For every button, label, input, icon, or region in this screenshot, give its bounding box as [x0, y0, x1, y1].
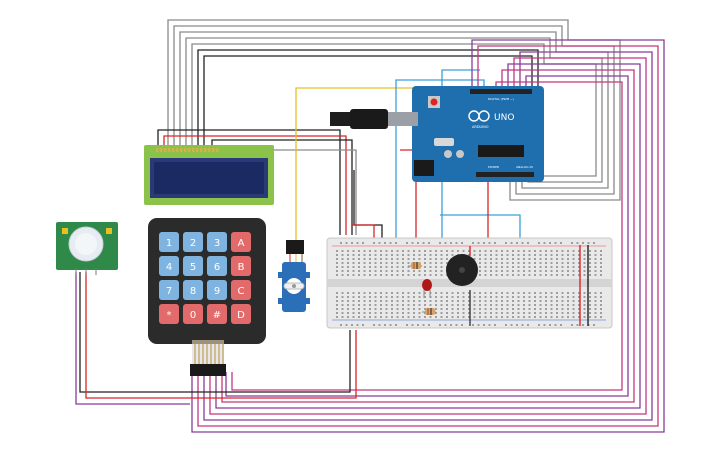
- lcd-pin-header: [156, 148, 219, 152]
- keypad-key-4[interactable]: 4: [159, 256, 179, 276]
- keypad-key-9[interactable]: 8: [183, 280, 203, 300]
- keypad-key-label: 2: [190, 238, 196, 249]
- keypad-keys: 1 2 3 A 4 5 6 B 7 8 9 C * 0 # D: [159, 232, 251, 324]
- keypad-key-15[interactable]: D: [231, 304, 251, 324]
- keypad-key-label: A: [238, 238, 245, 249]
- keypad-key-label: 0: [190, 310, 196, 321]
- arduino-analog-label: ANALOG IN: [516, 165, 533, 169]
- keypad-key-1[interactable]: 2: [183, 232, 203, 252]
- arduino-brand-text: ARDUINO: [472, 125, 489, 129]
- keypad-key-label: 8: [190, 286, 196, 297]
- keypad-key-13[interactable]: 0: [183, 304, 203, 324]
- keypad-key-label: B: [238, 262, 245, 273]
- arduino-model-text: UNO: [494, 113, 514, 123]
- arduino-digital-label: DIGITAL (PWM ~): [488, 97, 514, 101]
- keypad-key-6[interactable]: 6: [207, 256, 227, 276]
- resistor-2[interactable]: [422, 308, 436, 315]
- keypad-key-14[interactable]: #: [207, 304, 227, 324]
- keypad-key-11[interactable]: C: [231, 280, 251, 300]
- pir-wires: [75, 272, 357, 405]
- arduino-logo-icon: [468, 110, 490, 122]
- keypad-key-0[interactable]: 1: [159, 232, 179, 252]
- servo-motor[interactable]: [278, 240, 310, 312]
- keypad-key-label: *: [167, 310, 172, 321]
- pir-motion-sensor[interactable]: [56, 222, 118, 275]
- keypad-key-12[interactable]: *: [159, 304, 179, 324]
- keypad-key-label: 1: [166, 238, 172, 249]
- reset-button-icon[interactable]: [428, 96, 440, 108]
- keypad-key-label: C: [238, 286, 245, 297]
- keypad-key-label: 4: [166, 262, 172, 273]
- membrane-keypad[interactable]: 1 2 3 A 4 5 6 B 7 8 9 C * 0 # D: [148, 218, 266, 376]
- red-led[interactable]: [422, 279, 432, 298]
- arduino-uno[interactable]: UNO ARDUINO DIGITAL (PWM ~) POWER ANALOG…: [330, 86, 544, 182]
- keypad-key-label: 3: [214, 238, 220, 249]
- keypad-key-label: 6: [214, 262, 220, 273]
- keypad-key-label: D: [237, 310, 245, 321]
- keypad-key-8[interactable]: 7: [159, 280, 179, 300]
- keypad-key-label: #: [213, 310, 221, 321]
- piezo-buzzer[interactable]: [446, 246, 478, 286]
- keypad-key-label: 7: [166, 286, 172, 297]
- keypad-purple-wires: [191, 39, 665, 433]
- keypad-key-label: 9: [214, 286, 220, 297]
- keypad-key-3[interactable]: A: [231, 232, 251, 252]
- usb-plug-icon: [330, 109, 418, 129]
- resistor-1[interactable]: [408, 262, 422, 269]
- lcd-black-wires: [197, 49, 539, 145]
- arduino-power-label: POWER: [488, 165, 499, 169]
- keypad-key-label: 5: [190, 262, 196, 273]
- keypad-key-5[interactable]: 5: [183, 256, 203, 276]
- keypad-key-10[interactable]: 9: [207, 280, 227, 300]
- lcd-display[interactable]: [144, 145, 274, 205]
- keypad-key-7[interactable]: B: [231, 256, 251, 276]
- keypad-key-2[interactable]: 3: [207, 232, 227, 252]
- keypad-ribbon: [190, 340, 226, 376]
